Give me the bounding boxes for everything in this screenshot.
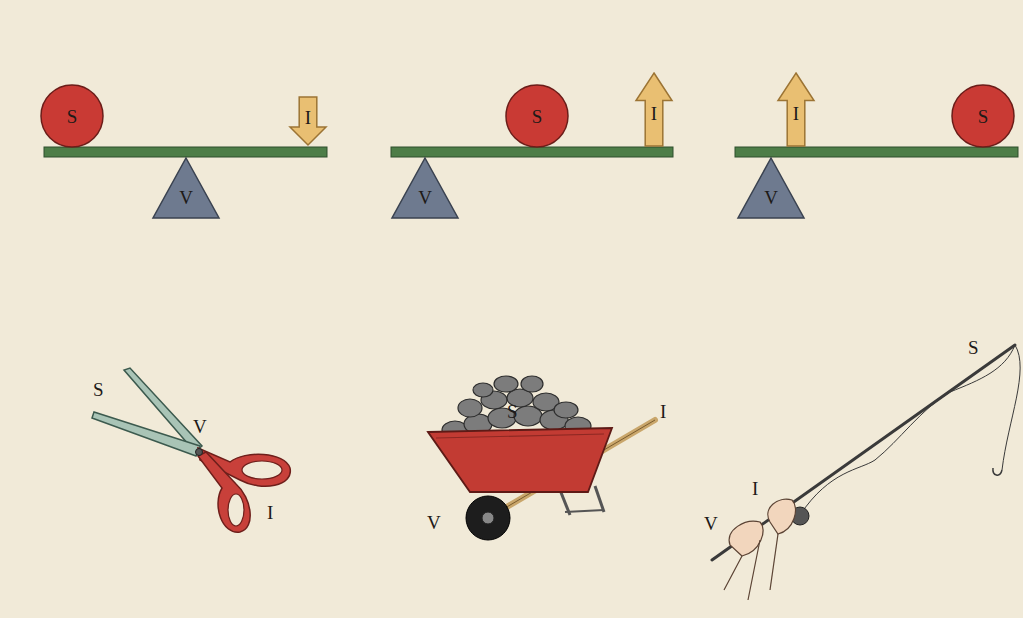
effort-arrow: I (634, 72, 674, 147)
lever-bar (735, 147, 1018, 157)
node-letter: V (764, 188, 778, 207)
node-letter: S (978, 107, 989, 126)
fulcrum-triangle: V (391, 157, 459, 219)
node-letter: S (532, 107, 543, 126)
scissors (92, 368, 290, 532)
node-letter: S (67, 107, 78, 126)
fulcrum-triangle: V (737, 157, 805, 219)
fulcrum-triangle: V (152, 157, 220, 219)
fishing-rod (712, 345, 1020, 600)
wheelbarrow (428, 376, 655, 540)
part-letter: V (193, 417, 207, 436)
node-letter: I (305, 108, 311, 127)
effort-arrow: I (776, 72, 816, 147)
part-letter: V (427, 513, 441, 532)
node-letter: V (418, 188, 432, 207)
part-letter: S (507, 402, 518, 421)
node-letter: V (179, 188, 193, 207)
lever-bar (391, 147, 673, 157)
part-letter: I (752, 479, 758, 498)
part-letter: S (968, 338, 979, 357)
part-letter: V (704, 514, 718, 533)
lever-bar (44, 147, 327, 157)
part-letter: S (93, 380, 104, 399)
effort-arrow: I (288, 96, 328, 146)
part-letter: I (660, 402, 666, 421)
load-ball: S (505, 84, 569, 148)
load-ball: S (40, 84, 104, 148)
part-letter: I (267, 503, 273, 522)
node-letter: I (651, 104, 657, 123)
node-letter: I (793, 104, 799, 123)
load-ball: S (951, 84, 1015, 148)
